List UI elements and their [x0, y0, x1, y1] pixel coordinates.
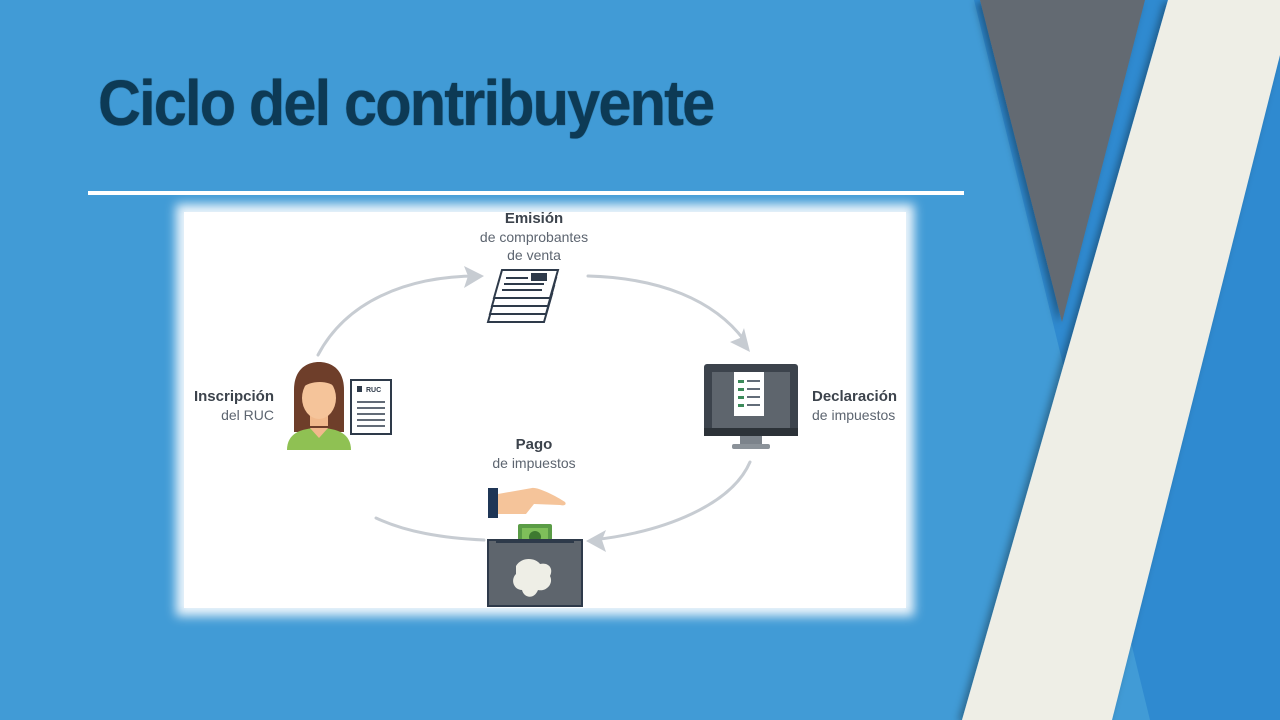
step-inscripcion-title: Inscripción: [193, 388, 274, 405]
step-declaracion: Declaración de impuestos: [812, 388, 897, 424]
step-pago-title: Pago: [515, 436, 553, 453]
hand-money-ballot-box-icon: [487, 487, 583, 607]
arrowhead-declaracion: [730, 328, 750, 352]
step-emision-line2: de venta: [507, 247, 561, 263]
cream-stripe: [962, 0, 1280, 720]
arrowhead-pago: [586, 530, 606, 552]
arrow-emision-to-declaracion: [586, 274, 746, 342]
gray-stripe: [980, 0, 1145, 322]
step-emision: Emisión de comprobantes de venta: [454, 210, 614, 264]
step-declaracion-line1: de impuestos: [812, 407, 896, 423]
step-pago-line1: de impuestos: [492, 455, 576, 471]
step-declaracion-title: Declaración: [812, 388, 898, 405]
cycle-diagram: RUC: [287, 266, 798, 607]
diagram-panel: RUC: [184, 210, 906, 608]
step-inscripcion: Inscripción del RUC: [178, 388, 274, 424]
slide-title: Ciclo del contribuyente: [98, 67, 715, 139]
title-underline: [88, 191, 964, 195]
computer-monitor-document-icon: [704, 364, 798, 449]
stacked-invoices-icon: [486, 269, 560, 323]
step-emision-title: Emisión: [504, 210, 564, 227]
arrow-pago-to-inscripcion: [374, 516, 486, 542]
woman-with-document-icon: RUC: [287, 362, 392, 450]
step-inscripcion-line1: del RUC: [221, 407, 274, 423]
arrow-inscripcion-to-emision: [316, 274, 480, 357]
ruc-card-label: RUC: [366, 387, 381, 394]
step-emision-line1: de comprobantes: [479, 229, 589, 245]
arrowhead-emision: [464, 266, 484, 288]
step-pago: Pago de impuestos: [464, 436, 604, 472]
arrow-declaracion-to-pago: [590, 460, 752, 542]
